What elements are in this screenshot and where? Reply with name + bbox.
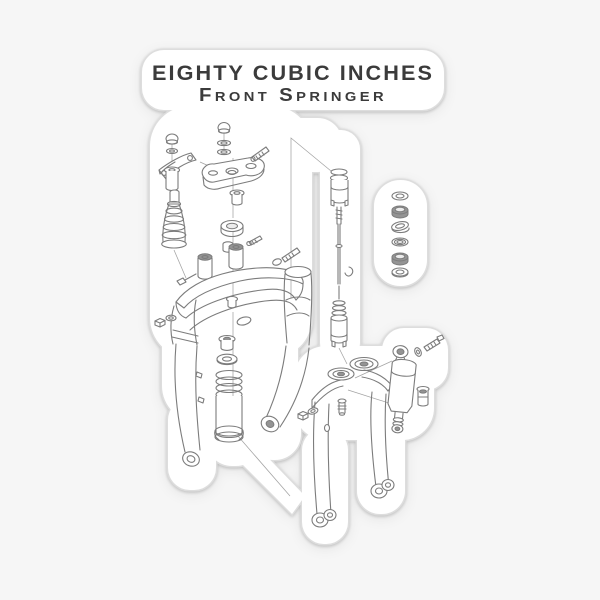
acorn-nut-left bbox=[165, 133, 179, 145]
riser-clamp-plate bbox=[201, 157, 265, 190]
rod-canister-top bbox=[329, 168, 349, 207]
shock-bolt-washer bbox=[414, 334, 445, 357]
bearing-ring bbox=[220, 219, 244, 238]
washer-flat-1 bbox=[391, 191, 409, 201]
fork-leg-right-lower bbox=[260, 345, 310, 433]
bushing-dark-2 bbox=[391, 252, 409, 266]
spring-cup bbox=[218, 334, 236, 351]
riser-posts bbox=[197, 243, 244, 280]
shoulder-bolt bbox=[163, 166, 181, 192]
rocker-nut-washer bbox=[297, 407, 319, 421]
crown-bolt-left bbox=[176, 273, 197, 286]
crown-center-bolt bbox=[225, 295, 239, 309]
spring-tube bbox=[215, 396, 243, 439]
sticker-title: EIGHTY CUBIC INCHES bbox=[152, 62, 434, 85]
sticker-subtitle: Front Springer bbox=[199, 85, 387, 105]
bushing-dark-1 bbox=[391, 205, 409, 219]
triple-tree-crown bbox=[175, 267, 304, 331]
washer-flat-2 bbox=[391, 267, 409, 278]
exploded-diagram bbox=[154, 121, 445, 528]
acorn-nut-top bbox=[217, 121, 231, 134]
nut-washer-left bbox=[154, 314, 177, 328]
retainer-clip bbox=[214, 425, 244, 443]
rod-canister-bottom bbox=[330, 300, 348, 348]
fork-leg-right-upper bbox=[283, 265, 313, 346]
shock-bushing bbox=[416, 385, 430, 407]
fork-leg-left-upper bbox=[170, 299, 199, 346]
cup-washer bbox=[216, 353, 238, 366]
rocker-towers bbox=[327, 356, 379, 381]
bellows-boot bbox=[161, 189, 187, 249]
fork-leg-left-lower bbox=[174, 343, 205, 467]
top-washers bbox=[216, 139, 232, 156]
threaded-stud bbox=[250, 146, 270, 162]
crown-bolt-right bbox=[272, 247, 301, 266]
title-block: EIGHTY CUBIC INCHES Front Springer bbox=[152, 62, 434, 105]
washer-left bbox=[165, 147, 179, 155]
rear-leg-right bbox=[370, 391, 395, 499]
washer-column bbox=[391, 191, 410, 278]
stem-bushing bbox=[229, 189, 245, 206]
shock-absorber bbox=[387, 345, 417, 434]
washer-tilted bbox=[391, 220, 410, 234]
washer-grooved bbox=[391, 237, 409, 247]
riser-screw bbox=[246, 235, 263, 247]
rocker-screw bbox=[337, 398, 347, 416]
rear-leg-left bbox=[311, 401, 337, 528]
damper-rod bbox=[335, 206, 354, 300]
